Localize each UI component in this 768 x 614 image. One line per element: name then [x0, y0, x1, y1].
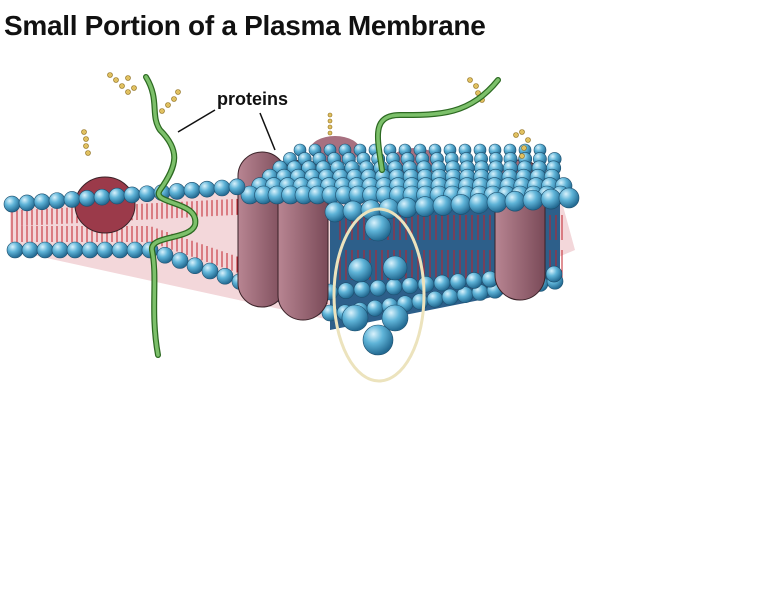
- glycoprotein-strands-fill: [144, 75, 500, 357]
- lipid-head: [156, 246, 174, 264]
- lipid-head: [337, 282, 355, 300]
- lipid-head: [171, 252, 189, 269]
- lipid-head: [522, 189, 544, 211]
- lipid-head: [81, 241, 99, 259]
- lipid-head: [186, 257, 204, 275]
- lipid-head: [51, 241, 69, 259]
- lipid-head: [201, 262, 219, 280]
- lipid-head: [433, 274, 451, 292]
- page-title: Small Portion of a Plasma Membrane: [4, 10, 486, 41]
- lipid-head: [78, 190, 96, 207]
- lipid-head: [123, 186, 141, 204]
- lipid-head: [441, 288, 459, 306]
- lipid-head: [486, 191, 508, 213]
- lipid-head: [504, 190, 526, 212]
- lipid-head: [364, 214, 392, 242]
- lipid-head: [385, 278, 403, 296]
- lipid-head: [382, 255, 408, 281]
- lipid-head: [63, 191, 81, 208]
- highlight-ellipse: [332, 207, 426, 383]
- lipid-head: [411, 293, 429, 310]
- lipid-head: [33, 193, 51, 211]
- lipid-head: [18, 194, 36, 212]
- lipid-head: [540, 188, 562, 210]
- lipid-head: [401, 277, 419, 294]
- lipid-head: [353, 281, 371, 298]
- lipid-head: [216, 267, 234, 285]
- lipid-head: [417, 276, 435, 293]
- lipid-head: [3, 195, 21, 213]
- proteins-label: proteins: [217, 89, 289, 109]
- lipid-head: [369, 279, 387, 297]
- lipid-head: [198, 180, 216, 198]
- lipid-head: [111, 241, 129, 259]
- lipid-head: [362, 324, 394, 356]
- lipid-head: [426, 290, 444, 308]
- lipid-head: [213, 179, 231, 197]
- lipid-head: [545, 265, 563, 283]
- lipid-head: [138, 185, 156, 203]
- lipid-head: [126, 241, 144, 259]
- lipid-head: [183, 181, 201, 199]
- lipid-head: [381, 304, 409, 332]
- lipid-head: [108, 187, 126, 205]
- lipid-head: [449, 273, 467, 291]
- cutaway-lipid-column: [341, 214, 409, 356]
- leader-line-1: [177, 109, 216, 133]
- lipid-head: [66, 241, 84, 259]
- lipid-head: [432, 195, 454, 216]
- lipid-head: [48, 192, 66, 209]
- lipid-head: [341, 304, 369, 332]
- lipid-head: [228, 178, 246, 196]
- lipid-head: [468, 193, 490, 214]
- lipid-head: [168, 183, 186, 200]
- lipid-head: [465, 272, 483, 289]
- leader-line-2: [259, 112, 276, 151]
- lipid-head: [6, 241, 24, 259]
- lipid-head: [414, 196, 436, 217]
- lipid-head: [36, 241, 54, 259]
- lipid-head: [396, 197, 418, 218]
- lipid-head: [558, 187, 580, 209]
- lipid-head: [93, 188, 111, 206]
- lipid-head: [324, 201, 346, 223]
- lipid-head: [21, 241, 39, 259]
- carbohydrate-chains: [81, 72, 531, 159]
- lipid-head: [366, 299, 384, 317]
- lipid-head: [96, 241, 114, 259]
- lipid-head: [347, 257, 373, 283]
- lipid-head: [450, 194, 472, 215]
